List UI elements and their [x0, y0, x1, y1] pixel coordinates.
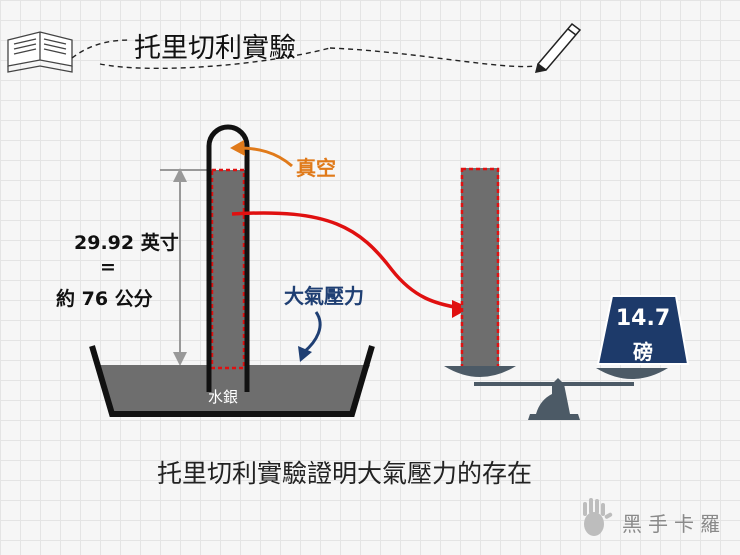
weight-value: 14.7 [615, 306, 671, 331]
diagram-caption: 托里切利實驗證明大氣壓力的存在 [157, 459, 533, 488]
open-book-icon [7, 31, 73, 73]
vacuum-label: 真空 [296, 156, 336, 180]
brand-name: 黑手卡羅 [622, 512, 726, 536]
pressure-arrow [303, 311, 322, 354]
page-title: 托里切利實驗 [134, 33, 296, 64]
height-label-equals: = [100, 256, 116, 278]
mercury-label: 水銀 [208, 388, 239, 406]
weight-block [596, 295, 690, 365]
height-marker [160, 168, 214, 366]
hand-logo-icon [583, 498, 613, 536]
pressure-arrow-head [298, 346, 312, 362]
glass-tube [206, 124, 250, 392]
height-label-cm: 約 76 公分 [56, 288, 153, 310]
balance-scale [444, 366, 668, 420]
pencil-icon [534, 22, 582, 73]
transfer-arrow [231, 211, 461, 310]
weight-unit: 磅 [633, 340, 653, 364]
dashed-underline [99, 47, 331, 70]
vacuum-arrow-head [230, 140, 245, 156]
height-label-inches: 29.92 英寸 [74, 232, 179, 254]
mercury-column [460, 167, 500, 371]
atmospheric-pressure-label: 大氣壓力 [284, 284, 364, 308]
dashed-curve [71, 39, 537, 68]
